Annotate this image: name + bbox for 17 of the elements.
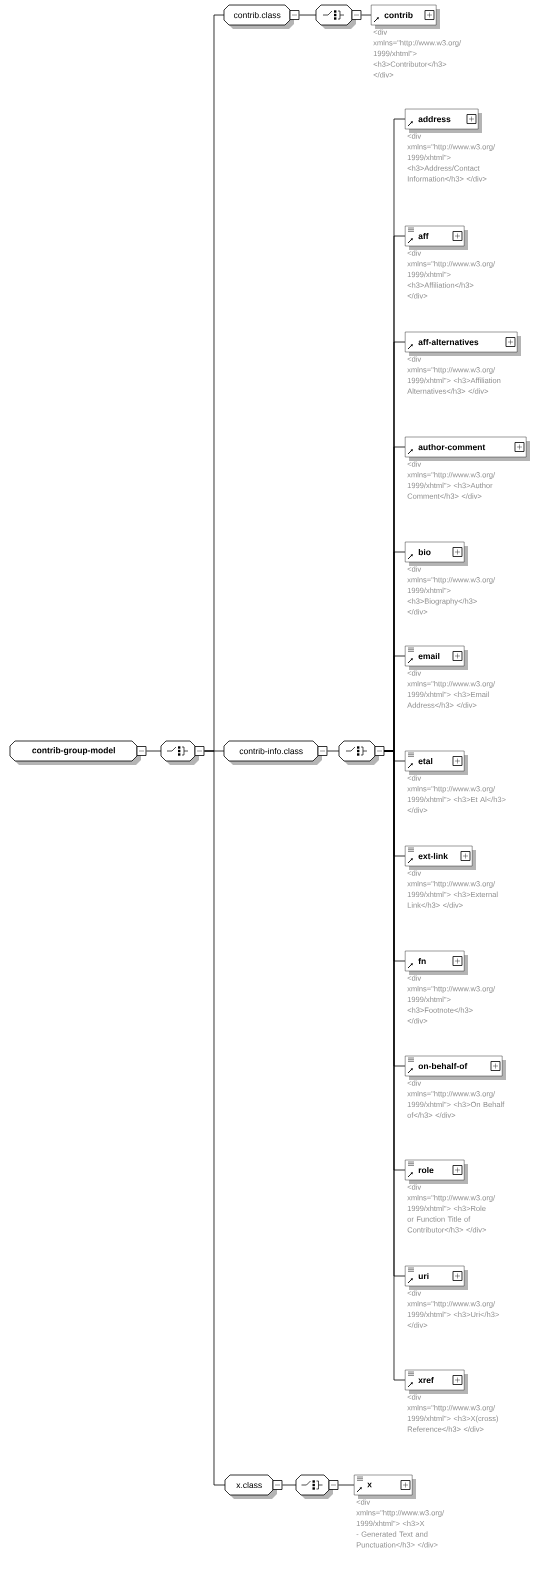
connector-line — [299, 14, 317, 16]
compositor-octagon — [338, 740, 385, 765]
group-octagon: contrib-info.class — [223, 740, 328, 765]
connector-line — [146, 750, 162, 752]
connector-line — [384, 750, 406, 1381]
compositor-octagon — [295, 1474, 339, 1499]
connector-line — [282, 1484, 297, 1486]
compositor-octagon — [160, 740, 205, 765]
group-octagon: contrib-group-model — [9, 740, 147, 765]
connector-line — [338, 1484, 355, 1486]
group-octagon: x.class — [224, 1474, 283, 1499]
element-box: author-comment — [405, 436, 530, 461]
compositor-octagon — [315, 4, 362, 29]
connector-line — [361, 14, 372, 16]
connector-line — [204, 750, 226, 1486]
connector-line — [327, 750, 340, 752]
group-octagon: contrib.class — [223, 4, 300, 29]
